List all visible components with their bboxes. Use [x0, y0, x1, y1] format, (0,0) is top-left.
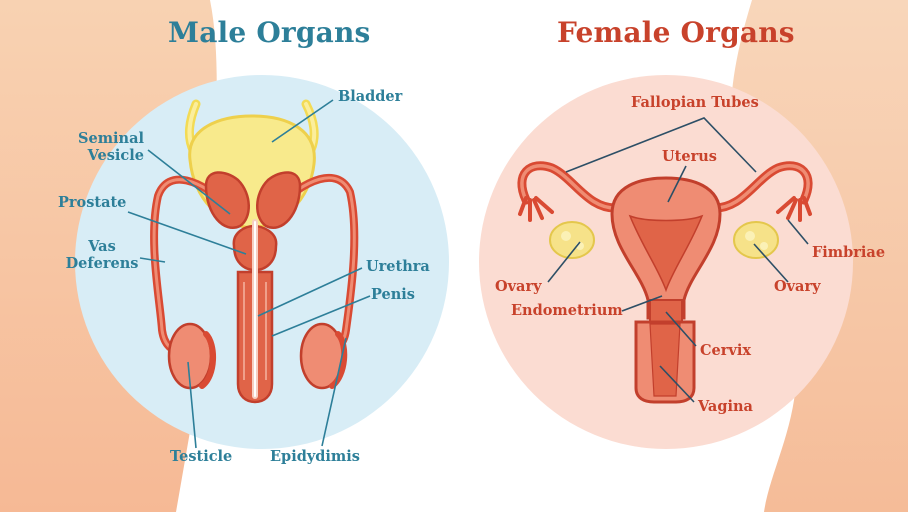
label-bladder: Bladder — [338, 88, 403, 105]
label-vas-deferens: Vas Deferens — [64, 238, 140, 272]
male-organs-title: Male Organs — [168, 16, 371, 49]
label-vas-deferens-line1: Vas — [88, 238, 116, 255]
endometrium-organ — [628, 214, 704, 293]
fimbriae-right — [776, 196, 812, 222]
label-seminal-vesicle-line1: Seminal — [78, 130, 144, 147]
epididymis-organ — [329, 331, 348, 389]
seminal-vesicle-left — [204, 171, 250, 229]
label-vagina: Vagina — [698, 398, 753, 415]
ovary-left-organ — [549, 221, 595, 259]
female-leader-lines — [547, 117, 809, 403]
seminal-vesicle-right — [256, 171, 302, 229]
label-penis: Penis — [371, 286, 415, 303]
label-testicle: Testicle — [170, 448, 233, 465]
label-seminal-vesicle: Seminal Vesicle — [78, 130, 144, 164]
fimbriae-left — [518, 196, 554, 222]
female-organs-title: Female Organs — [557, 16, 795, 49]
label-endometrium: Endometrium — [511, 302, 623, 319]
label-uterus: Uterus — [662, 148, 717, 165]
label-epididymis: Epidydimis — [270, 448, 360, 465]
label-urethra: Urethra — [366, 258, 430, 275]
label-prostate: Prostate — [58, 194, 127, 211]
label-cervix: Cervix — [700, 342, 751, 359]
label-seminal-vesicle-line2: Vesicle — [87, 147, 144, 164]
label-fallopian-tubes: Fallopian Tubes — [631, 94, 759, 111]
ovary-right-organ — [733, 221, 779, 259]
cervix-organ — [649, 299, 683, 323]
label-ovary-left: Ovary — [495, 278, 542, 295]
male-organs — [150, 99, 359, 404]
label-fimbriae: Fimbriae — [812, 244, 886, 261]
label-ovary-right: Ovary — [774, 278, 821, 295]
female-organs — [517, 161, 813, 404]
label-vas-deferens-line2: Deferens — [65, 255, 139, 272]
male-leader-lines — [127, 99, 371, 449]
